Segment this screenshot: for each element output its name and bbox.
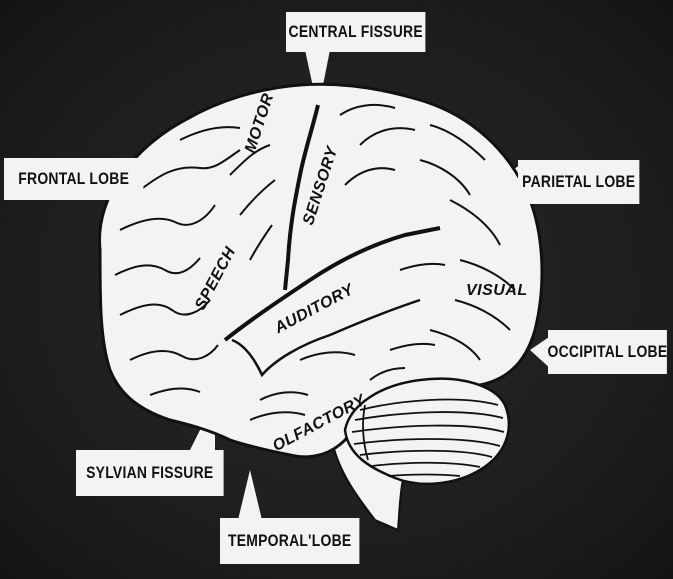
central-fissure-label: CENTRAL FISSURE — [286, 12, 425, 52]
temporal-lobe-leader — [238, 470, 262, 520]
occipital-lobe-label: OCCIPITAL LOBE — [548, 330, 667, 374]
parietal-lobe-label: PARIETAL LOBE — [518, 160, 639, 204]
frontal-lobe-label: FRONTAL LOBE — [4, 158, 143, 200]
temporal-lobe-label: TEMPORAL'LOBE — [220, 518, 359, 564]
sylvian-fissure-label: SYLVIAN FISSURE — [76, 450, 224, 496]
visual-region-label: VISUAL — [466, 282, 528, 300]
